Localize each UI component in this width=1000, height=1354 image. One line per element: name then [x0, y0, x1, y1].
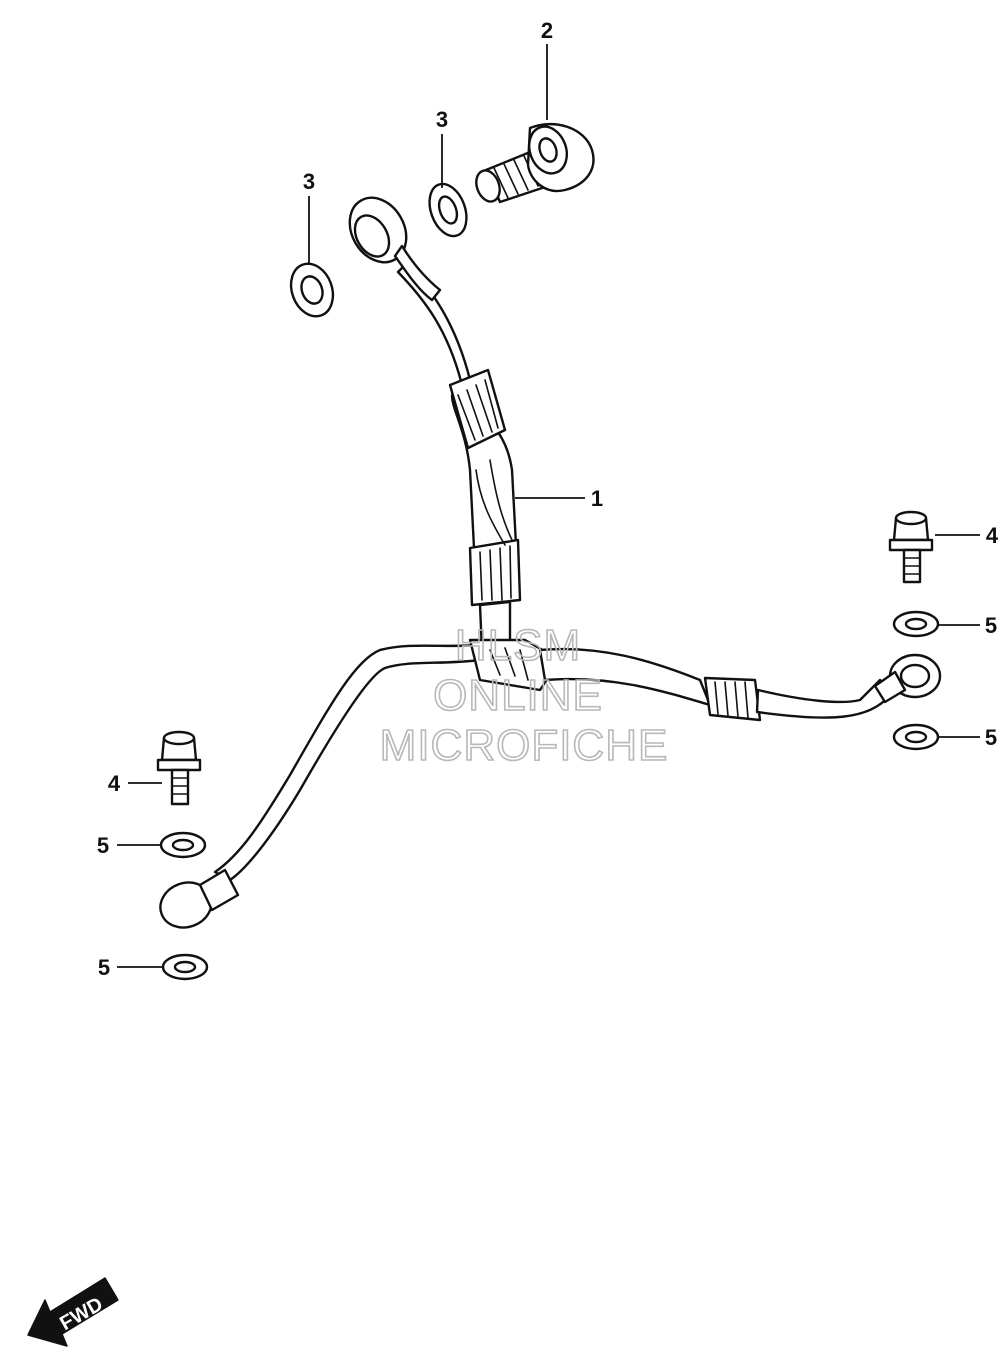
- callout-5-left-bottom: 5: [98, 955, 110, 980]
- fwd-arrow-icon: [27, 1277, 119, 1347]
- washer-right-top: [892, 610, 940, 638]
- callout-5-right-bottom: 5: [985, 725, 997, 750]
- leader-lines: [117, 44, 980, 968]
- brake-hose-lower: [159, 638, 942, 929]
- callout-1: 1: [591, 486, 603, 511]
- bolt-left: [156, 730, 202, 806]
- callout-3-lower: 3: [303, 169, 315, 194]
- union-bolt: [475, 122, 595, 204]
- watermark: HLSM ONLINE MICROFICHE: [379, 620, 669, 771]
- callout-5-left-top: 5: [97, 833, 109, 858]
- callout-4-left: 4: [108, 771, 121, 796]
- washer-right-bottom: [892, 723, 940, 751]
- callout-5-right-top: 5: [985, 613, 997, 638]
- brake-hose-upper: [348, 196, 522, 654]
- callout-3-upper: 3: [436, 107, 448, 132]
- watermark-line-3: MICROFICHE: [380, 721, 669, 770]
- gasket-upper: [428, 182, 468, 238]
- washer-left-top: [159, 831, 207, 859]
- gasket-lower: [289, 262, 335, 318]
- bolt-right: [888, 510, 934, 584]
- washer-left-bottom: [161, 953, 209, 981]
- watermark-line-1: HLSM: [455, 621, 581, 670]
- fwd-badge: FWD: [27, 1277, 119, 1347]
- callout-2: 2: [541, 18, 553, 43]
- watermark-line-2: ONLINE: [433, 671, 603, 720]
- callout-4-right: 4: [986, 523, 999, 548]
